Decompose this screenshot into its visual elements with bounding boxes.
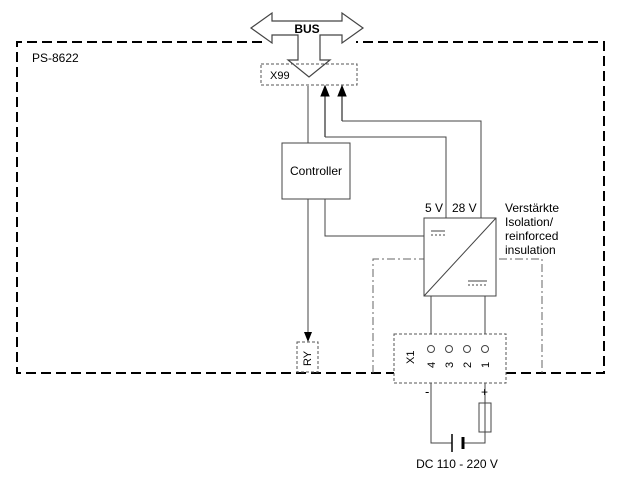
terminal-pin-4 bbox=[427, 345, 435, 353]
connector-x99-label: X99 bbox=[270, 70, 290, 82]
voltage-5v-label: 5 V bbox=[425, 201, 443, 215]
terminal-pin-2 bbox=[463, 345, 471, 353]
terminal-pin-label-1: 1 bbox=[480, 362, 492, 368]
dc-dc-converter bbox=[423, 217, 497, 297]
relay-label: RY bbox=[302, 350, 314, 366]
isolation-note-line3: reinforced bbox=[505, 229, 558, 243]
terminal-pin-label-3: 3 bbox=[444, 362, 456, 368]
isolation-note-line2: Isolation/ bbox=[505, 215, 554, 229]
polarity-plus: + bbox=[481, 385, 488, 399]
terminal-block-x1 bbox=[393, 333, 507, 384]
battery-symbol bbox=[451, 434, 465, 452]
controller-box bbox=[281, 142, 351, 200]
supply-voltage-label: DC 110 - 220 V bbox=[416, 457, 498, 471]
terminal-pin-label-4: 4 bbox=[426, 362, 438, 368]
bus-arrow: BUS bbox=[249, 11, 365, 78]
isolation-note-line4: insulation bbox=[505, 243, 556, 257]
wiring bbox=[307, 86, 486, 444]
module-name-label: PS-8622 bbox=[32, 51, 79, 65]
signal-arrows bbox=[320, 84, 347, 137]
voltage-28v-label: 28 V bbox=[452, 201, 477, 215]
connector-x99 bbox=[260, 63, 358, 86]
bus-label: BUS bbox=[294, 22, 319, 36]
terminal-block-name: X1 bbox=[405, 351, 417, 364]
isolation-note-line1: Verstärkte bbox=[505, 201, 559, 215]
controller-label: Controller bbox=[290, 164, 342, 178]
terminal-pin-1 bbox=[481, 345, 489, 353]
terminal-pins: 4 3 2 1 bbox=[426, 345, 492, 368]
module-outline bbox=[16, 41, 605, 374]
terminal-pin-3 bbox=[445, 345, 453, 353]
terminal-pin-label-2: 2 bbox=[462, 362, 474, 368]
relay-arrow-head bbox=[304, 332, 312, 342]
polarity-minus: - bbox=[425, 384, 429, 399]
relay-box bbox=[296, 341, 319, 373]
